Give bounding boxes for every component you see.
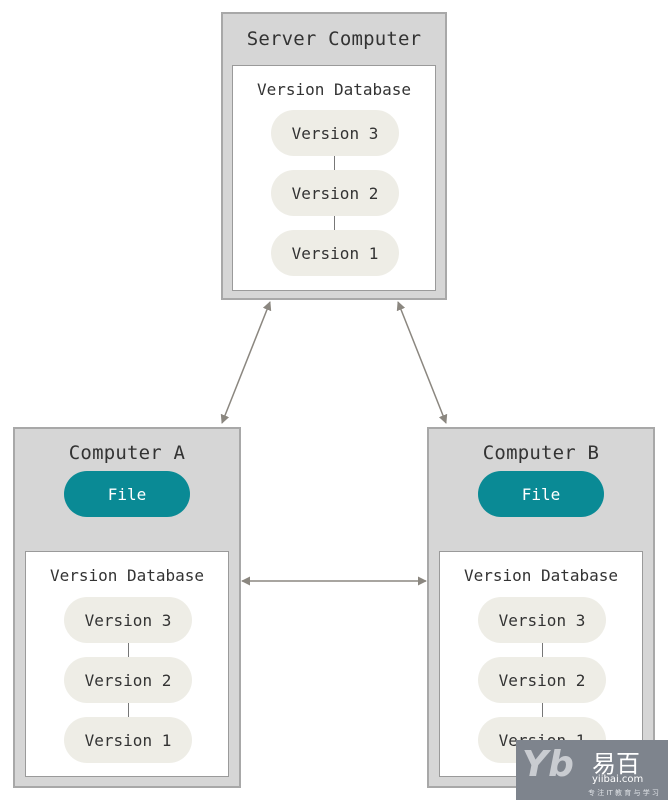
server-connector-1 [334,156,335,170]
computer-b-connector-2 [542,703,543,717]
computer-a-connector-2 [128,703,129,717]
computer-a-title: Computer A [68,442,186,464]
server-computer-title: Server Computer [246,28,422,50]
server-version-2: Version 2 [271,170,399,216]
computer-b-connector-1 [542,643,543,657]
server-version-database: Version Database Version 3 Version 2 Ver… [232,65,436,291]
computer-a-version-2: Version 2 [64,657,192,703]
server-version-3: Version 3 [271,110,399,156]
computer-b: Computer B File Version Database Version… [427,427,655,788]
yiibai-watermark: Yb 易百 yiibai.com 专 注 IT 教 育 与 学 习 [516,740,668,800]
watermark-name: 易百 [592,750,640,778]
computer-b-title: Computer B [482,442,600,464]
server-version-1: Version 1 [271,230,399,276]
computer-a-version-database: Version Database Version 3 Version 2 Ver… [25,551,229,777]
server-computer: Server Computer Version Database Version… [221,12,447,300]
computer-b-database-title: Version Database [463,566,619,585]
watermark-logo: Yb [522,744,574,785]
computer-a-database-title: Version Database [49,566,205,585]
arrow-server-to-computer-a [220,301,272,424]
computer-a: Computer A File Version Database Version… [13,427,241,788]
computer-a-file: File [64,471,190,517]
watermark-url: yiibai.com [592,774,644,785]
watermark-tagline: 专 注 IT 教 育 与 学 习 [588,789,659,797]
computer-a-connector-1 [128,643,129,657]
computer-b-version-3: Version 3 [478,597,606,643]
computer-a-version-1: Version 1 [64,717,192,763]
computer-b-version-2: Version 2 [478,657,606,703]
server-connector-2 [334,216,335,230]
server-database-title: Version Database [256,80,412,99]
computer-a-version-3: Version 3 [64,597,192,643]
computer-b-file: File [478,471,604,517]
arrow-server-to-computer-b [396,301,448,424]
